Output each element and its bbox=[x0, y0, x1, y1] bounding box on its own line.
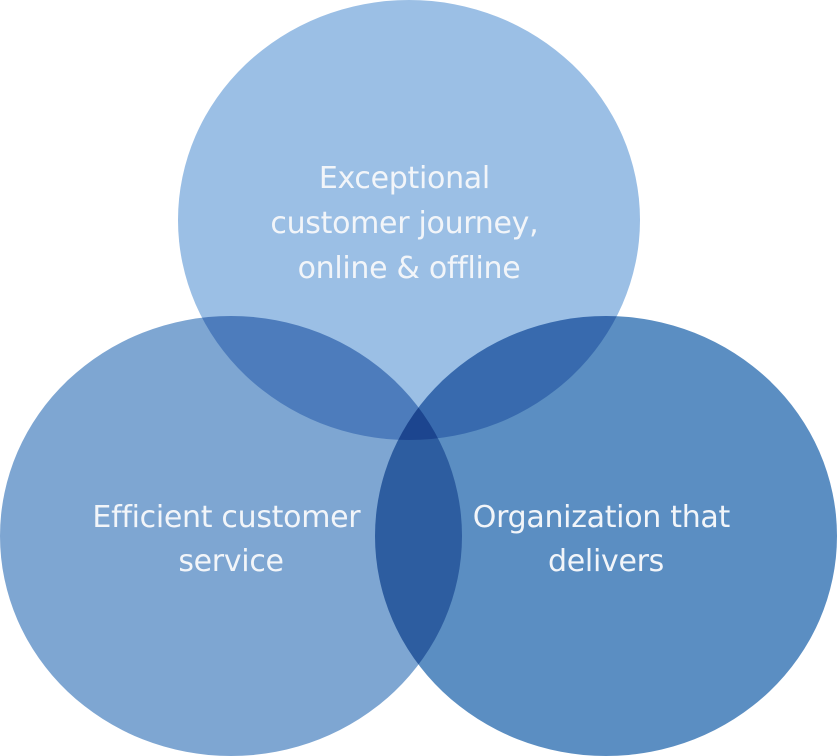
label-right: Organization that delivers bbox=[473, 500, 739, 579]
circle-left bbox=[0, 316, 462, 756]
label-right-line-2: delivers bbox=[548, 544, 664, 579]
label-top: Exceptional customer journey, online & o… bbox=[270, 161, 547, 286]
label-left-line-2: service bbox=[178, 544, 283, 579]
label-top-line-3: online & offline bbox=[298, 251, 521, 286]
label-right-line-1: Organization that bbox=[473, 500, 731, 535]
label-left-line-1: Efficient customer bbox=[92, 500, 361, 535]
label-left: Efficient customer service bbox=[92, 500, 369, 579]
circle-right bbox=[375, 316, 837, 756]
labels-layer: Exceptional customer journey, online & o… bbox=[92, 161, 739, 579]
label-top-line-2: customer journey, bbox=[270, 206, 538, 241]
label-top-line-1: Exceptional bbox=[319, 161, 490, 196]
